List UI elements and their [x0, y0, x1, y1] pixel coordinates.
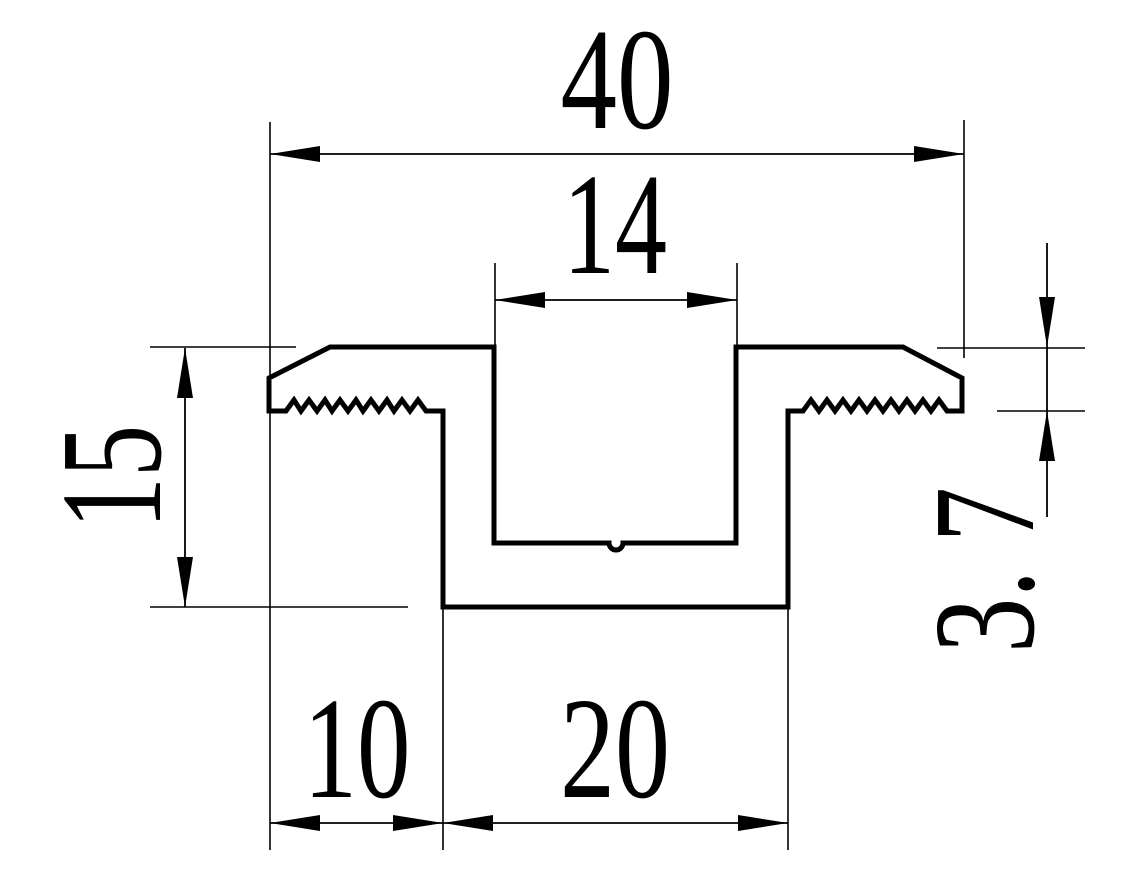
dimension-overall-height: 15	[32, 348, 193, 607]
arrow-right-icon	[738, 815, 788, 831]
dim-label-bottom-left-offset: 10	[304, 669, 411, 829]
arrow-right-icon	[393, 815, 443, 831]
dimension-bottom-left-offset: 10	[270, 669, 443, 831]
arrow-right-icon	[687, 292, 737, 308]
dim-label-base-width: 20	[560, 669, 670, 829]
arrow-left-icon	[495, 292, 545, 308]
profile-outline	[266, 344, 965, 610]
arrow-left-icon	[270, 815, 320, 831]
arrow-left-icon	[270, 146, 320, 162]
dim-label-overall-height: 15	[32, 425, 192, 529]
arrow-down-icon	[177, 557, 193, 607]
arrow-up-icon	[1039, 411, 1055, 461]
dimension-overall-width: 40	[270, 0, 964, 162]
dim-label-overall-width: 40	[561, 0, 674, 160]
arrow-right-icon	[914, 146, 964, 162]
arrow-down-icon	[1039, 297, 1055, 347]
dim-label-flange-thickness: 3. 7	[905, 487, 1065, 653]
arrow-left-icon	[443, 815, 493, 831]
arrow-up-icon	[177, 348, 193, 398]
dim-label-slot-width: 14	[563, 145, 667, 305]
dimension-slot-width: 14	[495, 145, 737, 308]
extension-lines	[150, 120, 1085, 850]
dimension-flange-thickness: 3. 7	[905, 243, 1065, 653]
dimension-base-width: 20	[443, 669, 788, 831]
